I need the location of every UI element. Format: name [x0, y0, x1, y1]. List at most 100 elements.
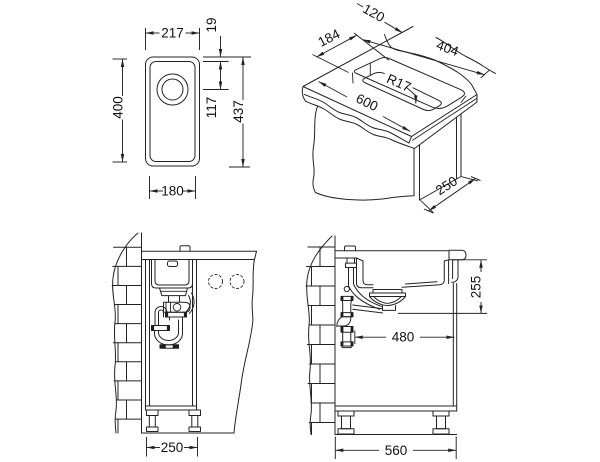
view-side-section: 250 [111, 232, 257, 457]
dim-panel-depth-line [451, 178, 476, 196]
slab-right-bottom-edge [408, 94, 478, 149]
bowl-front-path [356, 257, 374, 289]
trap-bottom-cap-rect [159, 344, 179, 349]
dim-cutout-width-line [316, 34, 358, 58]
trap-locknut-rect [183, 312, 187, 317]
dim-panel-depth-line [428, 194, 453, 212]
view-countertop-isometric: 120 404 184 600 R17 [301, 1, 496, 214]
sink-bowl-edge [149, 61, 196, 162]
dim-label-437: 437 [231, 100, 246, 123]
wall-pipe-rect [341, 296, 344, 301]
plumbing-front-path [348, 283, 382, 310]
legs-side [146, 409, 201, 432]
dim-rim-offset: 19 [203, 17, 251, 62]
counter-cutout [353, 57, 466, 109]
bowl-front-path [451, 259, 459, 283]
bowl-side-path [154, 259, 190, 286]
wall-pipe-rect [350, 326, 353, 333]
dim-outer-length: 437 [229, 57, 250, 168]
bowl-front-path [405, 281, 438, 285]
dim-panel-depth-line [420, 199, 434, 214]
dim-cutout-width-line [312, 54, 349, 73]
trap-nut-left-rect [151, 325, 170, 331]
wall-side [111, 232, 142, 434]
trap-bottom-cap [159, 344, 179, 349]
plumbing-side-path [154, 306, 168, 313]
dim-label-184: 184 [316, 26, 343, 50]
slab-back-edge [302, 26, 414, 87]
plumbing-side-path [159, 287, 188, 297]
side-panel [419, 113, 462, 201]
trap-nut-left-rect [151, 325, 155, 331]
mounting-hole-dashed-2 [229, 274, 245, 289]
trap-locknut-rect [165, 311, 187, 318]
plumbing-front [336, 245, 406, 349]
counter-knob-front [344, 245, 356, 252]
dim-bottom-width: 180 [149, 176, 196, 199]
wall-pipe [336, 295, 354, 349]
dim-edge-offset: 120 [356, 1, 403, 34]
dim-cabinet-width: 250 [146, 437, 198, 457]
trap-locknut [165, 311, 187, 318]
legs-front-rect [436, 415, 446, 430]
dim-cutout-length-line [362, 39, 485, 76]
plumbing-front-rect [372, 289, 403, 294]
slab-torn-edge-lower [305, 100, 415, 149]
bowl-front-path [401, 260, 445, 288]
legs-front-rect [341, 415, 351, 430]
legs-front-rect [337, 410, 355, 417]
dim-drain-offset: 117 [203, 61, 229, 118]
legs-front-rect [432, 428, 450, 435]
legs-side-rect [148, 415, 156, 428]
plumbing-front-path [382, 305, 396, 311]
dim-label-560: 560 [385, 443, 408, 458]
dim-outer-width: 217 [145, 26, 200, 50]
panel-break-edge [233, 259, 255, 434]
dim-counter-depth-line [318, 81, 348, 98]
dim-label-404: 404 [434, 37, 461, 59]
plumbing-side-path [186, 292, 195, 314]
dim-label-250-cabinet: 250 [161, 440, 184, 455]
dim-label-r17: R17 [384, 71, 413, 95]
side-panel-path [419, 176, 462, 201]
counter-side-path [254, 250, 257, 260]
legs-front-rect [432, 410, 450, 417]
plumbing-side-path [158, 319, 179, 341]
dim-edge-offset-line [356, 3, 364, 8]
bowl-front-path [362, 260, 374, 286]
sink-outer-rim [145, 56, 200, 167]
legs-side-rect [188, 409, 201, 416]
dim-cutout-length: 404 [362, 37, 490, 79]
dim-counter-depth-line [382, 116, 411, 132]
legs-front-rect [337, 428, 355, 435]
view-front-section: 255 480 560 [305, 235, 487, 459]
dim-label-19: 19 [204, 17, 219, 32]
wall-pipe-path [336, 316, 352, 327]
plumbing-front-path [369, 296, 406, 307]
legs-front [337, 410, 450, 435]
view-sink-top: 217 19 117 437 400 [111, 17, 251, 199]
plumbing-front-rect [369, 292, 406, 297]
bowl-side [151, 259, 193, 289]
wall-pipe-rect [350, 341, 353, 346]
dim-label-600: 600 [354, 91, 381, 114]
counter-knob-side [179, 245, 191, 252]
bowl-side-path [151, 259, 193, 289]
plumbing-side [151, 287, 195, 349]
wall-pipe-rect [341, 326, 344, 333]
mounting-hole-dashed-1 [208, 274, 223, 289]
wall-pipe-path [342, 331, 352, 343]
plumbing-side-path [154, 312, 168, 326]
wall-pipe-rect [350, 296, 353, 301]
dim-label-400: 400 [111, 96, 126, 119]
trap-bottom-cap-rect [172, 344, 179, 349]
legs-side-rect [146, 409, 159, 416]
plumbing-front-path [373, 296, 402, 304]
cabinet-front [334, 283, 458, 412]
trap-nut-left [151, 325, 170, 331]
drain-outer-circle [156, 73, 189, 106]
dim-label-255: 255 [469, 276, 484, 299]
plumbing-side-path [165, 301, 171, 313]
dim-cutout-length-line [480, 69, 490, 79]
